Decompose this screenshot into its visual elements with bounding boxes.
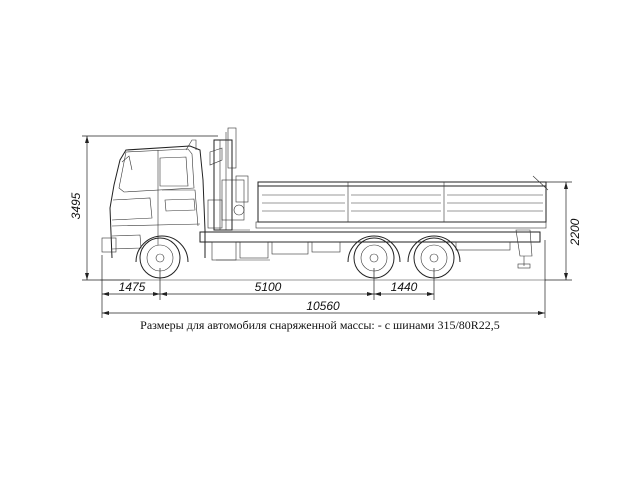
overall-length-label: 10560 xyxy=(306,299,340,313)
front-wheel xyxy=(135,235,189,279)
rear-wheel-2 xyxy=(407,235,461,279)
cargo-platform xyxy=(255,175,549,229)
rear-axle-spacing-label: 1440 xyxy=(391,280,418,294)
drawing-caption: Размеры для автомобиля снаряженной массы… xyxy=(140,318,500,332)
platform-height-label: 2200 xyxy=(568,218,582,246)
wheelbase-label: 5100 xyxy=(255,280,282,294)
front-overhang-label: 1475 xyxy=(119,280,146,294)
overall-height-label: 3495 xyxy=(69,192,83,219)
crane xyxy=(207,127,250,231)
chassis-frame xyxy=(199,229,541,269)
height-dimension: 3495 xyxy=(69,135,218,281)
platform-height-dimension: 2200 xyxy=(535,181,582,281)
truck-cab xyxy=(101,139,206,259)
rear-wheel-1 xyxy=(347,235,401,279)
length-dimensions: 1475 5100 1440 10560 xyxy=(101,240,546,318)
